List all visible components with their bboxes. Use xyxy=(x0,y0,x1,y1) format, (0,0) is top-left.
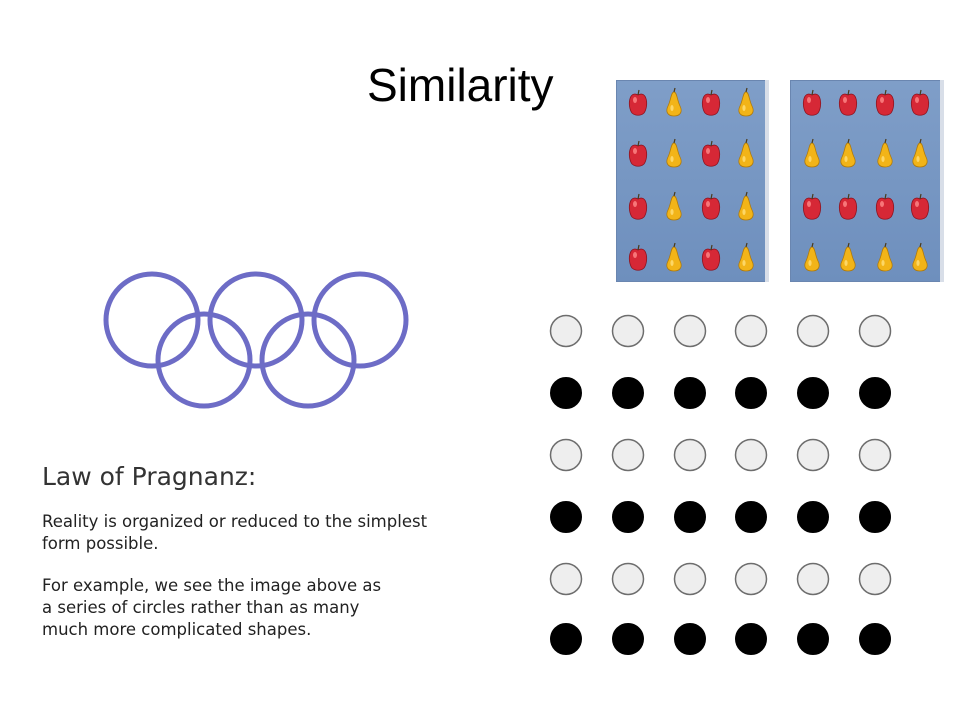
pear-icon xyxy=(738,138,754,168)
apple-icon xyxy=(701,244,721,271)
hollow-dot xyxy=(673,314,707,348)
hollow-dot xyxy=(549,562,583,596)
filled-dot xyxy=(735,377,767,409)
pragnanz-example: For example, we see the image above as a… xyxy=(42,576,382,639)
interlocking-rings-illustration xyxy=(103,271,409,409)
pear-icon xyxy=(912,138,928,168)
hollow-dot xyxy=(549,314,583,348)
pear-icon xyxy=(666,138,682,168)
filled-dot xyxy=(612,501,644,533)
apple-icon xyxy=(910,193,930,220)
apple-icon xyxy=(802,89,822,116)
ring-shape xyxy=(207,271,305,369)
pear-icon xyxy=(804,138,820,168)
filled-dot xyxy=(550,623,582,655)
hollow-dot xyxy=(796,438,830,472)
ring-shape xyxy=(103,271,201,369)
hollow-dot xyxy=(858,438,892,472)
filled-dot xyxy=(859,501,891,533)
filled-dot xyxy=(797,623,829,655)
pragnanz-definition: Reality is organized or reduced to the s… xyxy=(42,512,428,553)
slide-title: Similarity xyxy=(367,59,554,111)
pear-icon xyxy=(738,191,754,221)
apple-icon xyxy=(701,140,721,167)
filled-dot xyxy=(859,623,891,655)
fruit-panel-columns xyxy=(616,80,769,282)
pear-icon xyxy=(804,242,820,272)
ring-shape xyxy=(259,311,357,409)
apple-icon xyxy=(875,193,895,220)
apple-icon xyxy=(628,140,648,167)
pragnanz-heading: Law of Pragnanz: xyxy=(42,462,257,491)
apple-icon xyxy=(838,89,858,116)
filled-dot xyxy=(674,377,706,409)
filled-dot xyxy=(674,623,706,655)
ring-shape xyxy=(311,271,409,369)
filled-dot xyxy=(735,623,767,655)
filled-dot xyxy=(735,501,767,533)
pragnanz-text-block: Law of Pragnanz: Reality is organized or… xyxy=(42,462,502,661)
hollow-dot xyxy=(796,314,830,348)
pear-icon xyxy=(877,138,893,168)
filled-dot xyxy=(612,623,644,655)
pear-icon xyxy=(738,87,754,117)
pear-icon xyxy=(912,242,928,272)
apple-icon xyxy=(875,89,895,116)
apple-icon xyxy=(628,89,648,116)
filled-dot xyxy=(612,377,644,409)
fruit-grid-rows xyxy=(802,89,930,272)
apple-icon xyxy=(628,193,648,220)
filled-dot xyxy=(550,377,582,409)
hollow-dot xyxy=(673,438,707,472)
fruit-grid-columns xyxy=(628,87,754,272)
pear-icon xyxy=(666,242,682,272)
hollow-dot xyxy=(549,438,583,472)
hollow-dot xyxy=(611,314,645,348)
apple-icon xyxy=(838,193,858,220)
fruit-panel-rows xyxy=(790,80,944,282)
pear-icon xyxy=(877,242,893,272)
hollow-dot xyxy=(858,314,892,348)
hollow-dot xyxy=(734,438,768,472)
filled-dot xyxy=(550,501,582,533)
dot-grid-illustration xyxy=(549,314,892,655)
pear-icon xyxy=(666,191,682,221)
filled-dot xyxy=(674,501,706,533)
pear-icon xyxy=(840,138,856,168)
ring-shape xyxy=(155,311,253,409)
hollow-dot xyxy=(611,562,645,596)
hollow-dot xyxy=(858,562,892,596)
apple-icon xyxy=(701,193,721,220)
apple-icon xyxy=(910,89,930,116)
apple-icon xyxy=(628,244,648,271)
filled-dot xyxy=(859,377,891,409)
hollow-dot xyxy=(734,562,768,596)
filled-dot xyxy=(797,501,829,533)
hollow-dot xyxy=(796,562,830,596)
pear-icon xyxy=(738,242,754,272)
apple-icon xyxy=(701,89,721,116)
filled-dot xyxy=(797,377,829,409)
pear-icon xyxy=(666,87,682,117)
apple-icon xyxy=(802,193,822,220)
hollow-dot xyxy=(673,562,707,596)
hollow-dot xyxy=(611,438,645,472)
hollow-dot xyxy=(734,314,768,348)
pear-icon xyxy=(840,242,856,272)
